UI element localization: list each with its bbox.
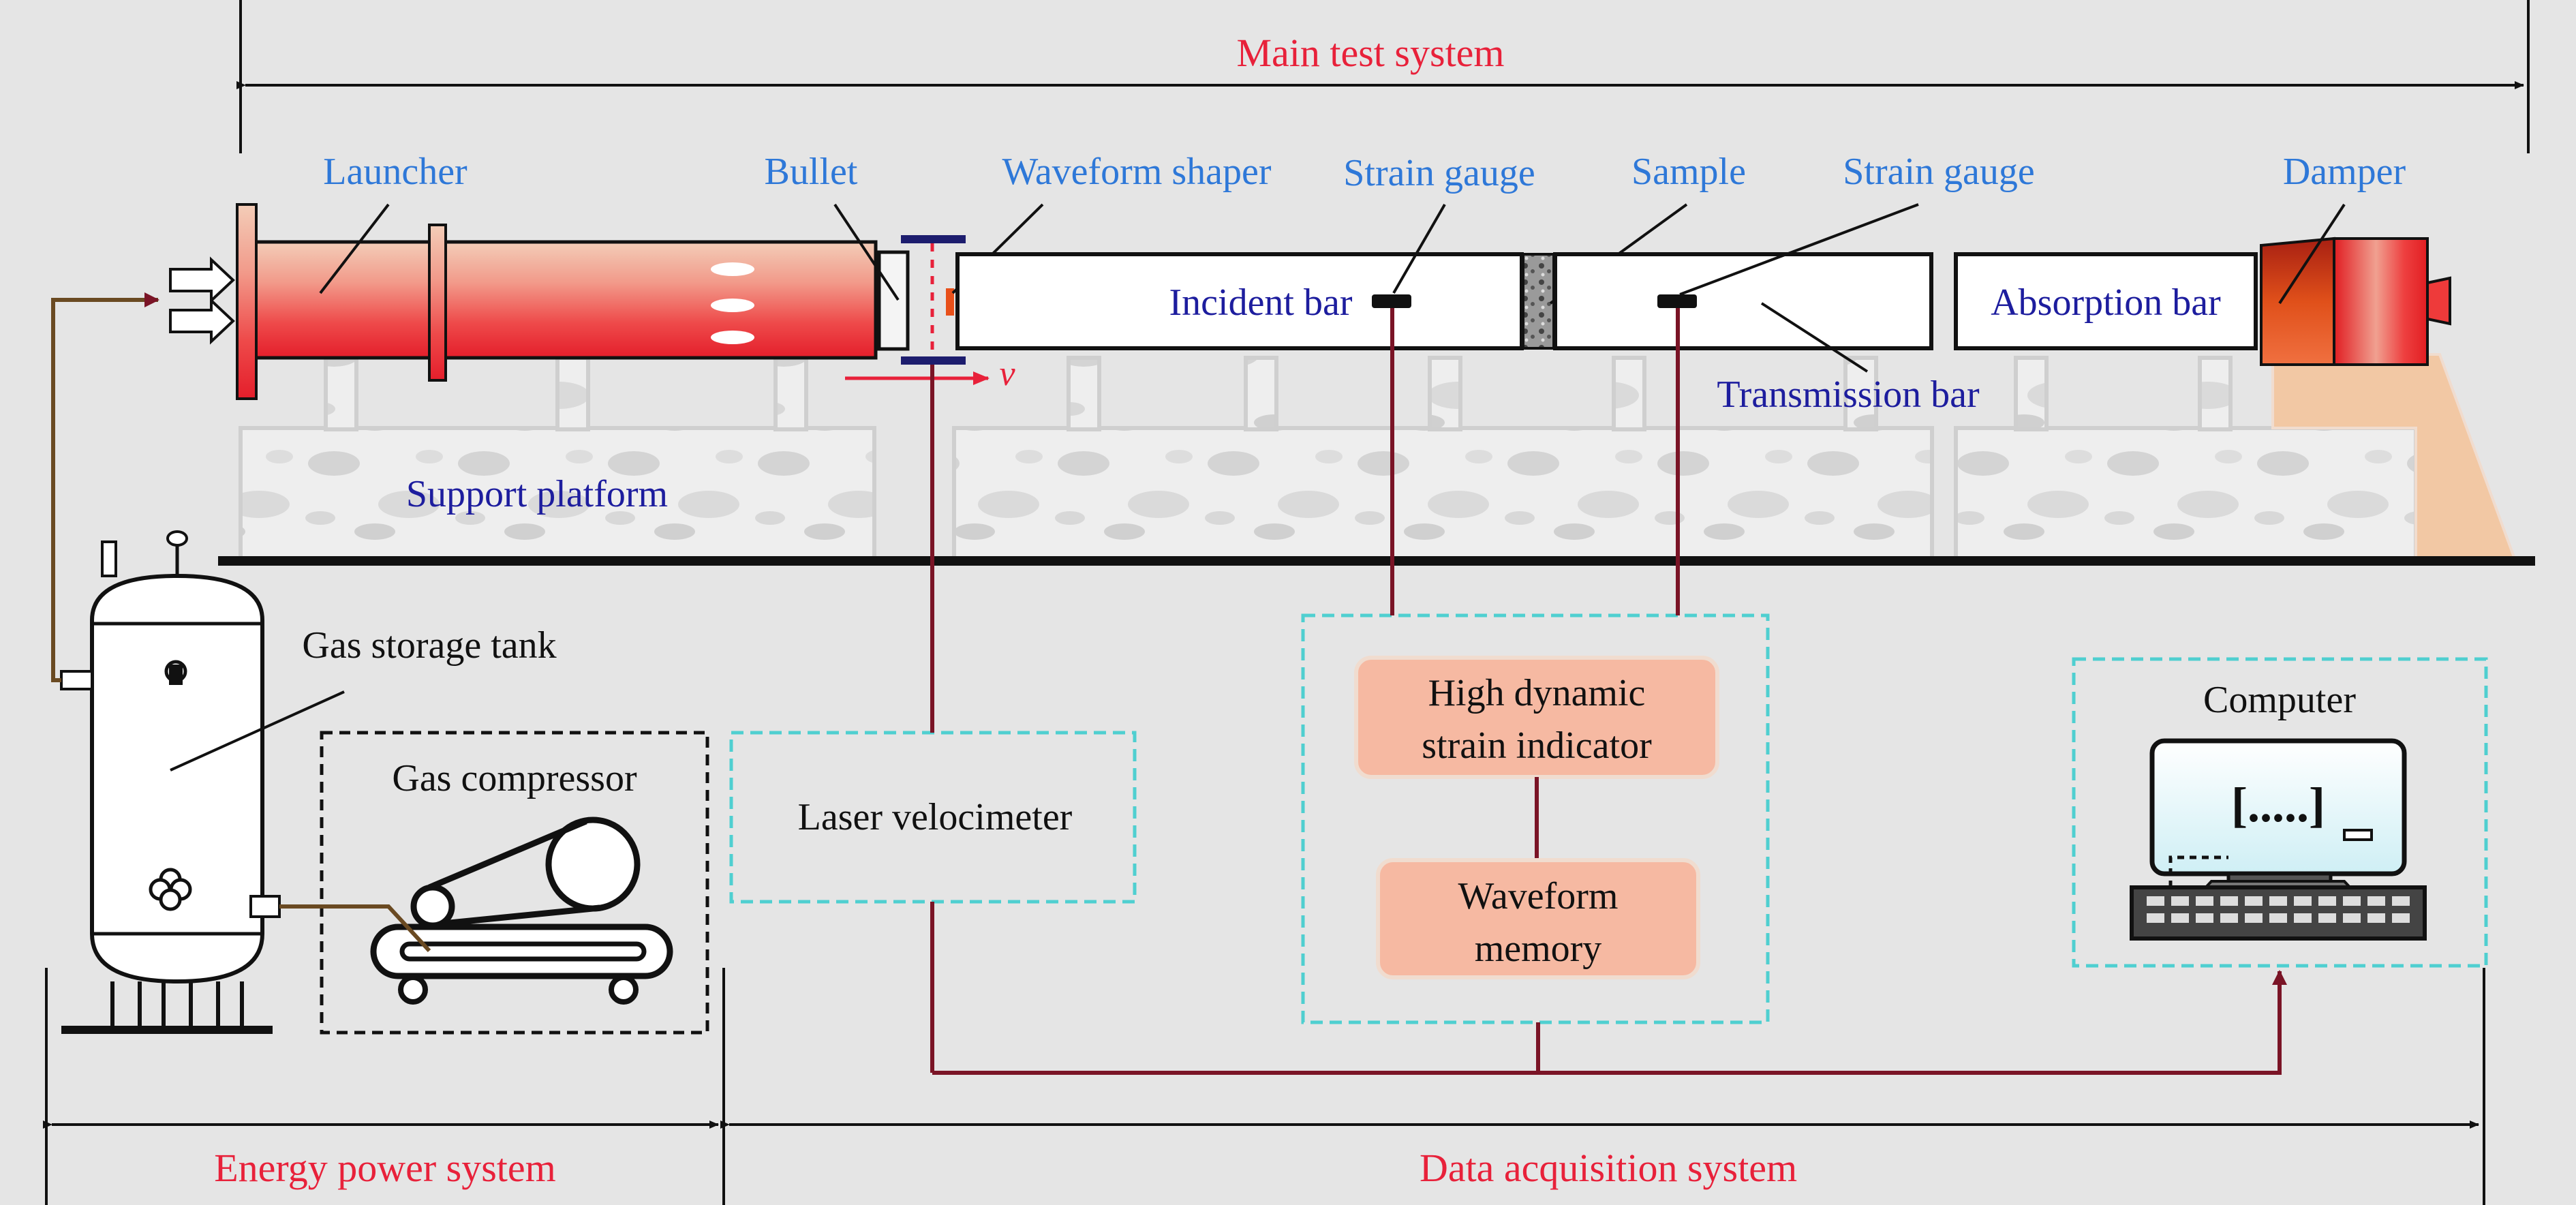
waveform-shaper xyxy=(946,288,954,316)
damper xyxy=(2260,237,2451,366)
gas-storage-tank-label: Gas storage tank xyxy=(302,624,556,667)
absorption-bar xyxy=(1954,252,2258,350)
gas-tank-leader xyxy=(170,690,345,772)
transmission-bar xyxy=(1553,252,1933,350)
strain-acquisition-box xyxy=(1301,613,1770,1024)
main-test-dimension xyxy=(236,0,2530,153)
waveform-memory-line1: Waveform xyxy=(1458,875,1619,917)
launcher-label: Launcher xyxy=(323,151,467,193)
launcher xyxy=(236,203,878,400)
gas-compressor-box xyxy=(320,731,709,1035)
bullet-label: Bullet xyxy=(765,151,858,193)
strain-gauge-incident xyxy=(1372,294,1411,308)
strain-gauge-2-leader xyxy=(1679,203,1919,296)
main-test-system-label: Main test system xyxy=(1236,31,1504,75)
incident-bar-label: Incident bar xyxy=(1169,281,1353,324)
transmission-bar-label: Transmission bar xyxy=(1717,373,1980,416)
computer-screen-text: [.....] xyxy=(2231,778,2325,832)
strain-gauge-transmission xyxy=(1657,294,1697,308)
strain-indicator-line2: strain indicator xyxy=(1422,724,1652,767)
bottom-dimensions xyxy=(43,968,2485,1205)
computer-icon[interactable] xyxy=(2130,738,2427,941)
damper-label: Damper xyxy=(2283,151,2406,193)
gas-compressor-label: Gas compressor xyxy=(392,757,637,799)
damper-leader xyxy=(2278,203,2346,305)
sample xyxy=(1522,253,1555,350)
waveform-shaper-label: Waveform shaper xyxy=(1002,151,1271,193)
bullet xyxy=(877,250,910,351)
computer-box xyxy=(2072,657,2488,968)
gas-storage-tank xyxy=(60,530,281,1034)
launcher-leader xyxy=(319,203,390,294)
computer-label: Computer xyxy=(2203,679,2356,721)
velocity-symbol: v xyxy=(999,354,1015,393)
absorption-bar-label: Absorption bar xyxy=(1991,281,2221,324)
data-acquisition-system-label: Data acquisition system xyxy=(1420,1146,1797,1190)
gas-compressor xyxy=(370,817,673,1005)
inlet-arrows xyxy=(169,256,235,345)
strain-gauge-2-label: Strain gauge xyxy=(1843,151,2034,193)
transmission-bar-leader xyxy=(1760,302,1869,373)
incident-bar xyxy=(955,252,1524,350)
energy-power-system-label: Energy power system xyxy=(214,1146,556,1190)
waveform-memory-line2: memory xyxy=(1475,928,1602,970)
compressor-pipe xyxy=(279,904,431,953)
gas-supply-pipe xyxy=(51,292,159,682)
sample-label: Sample xyxy=(1631,151,1746,193)
laser-velocimeter-label: Laser velocimeter xyxy=(798,796,1073,838)
signal-wires xyxy=(930,308,2287,1075)
strain-gauge-1-leader xyxy=(1392,204,1446,294)
support-platform xyxy=(218,353,2535,566)
support-platform-label: Support platform xyxy=(406,473,668,515)
velocimeter-gate xyxy=(901,235,966,365)
strain-indicator-line1: High dynamic xyxy=(1428,672,1646,714)
waveform-memory[interactable] xyxy=(1376,858,1700,979)
bullet-leader xyxy=(833,203,900,301)
strain-gauge-1-label: Strain gauge xyxy=(1343,152,1535,194)
